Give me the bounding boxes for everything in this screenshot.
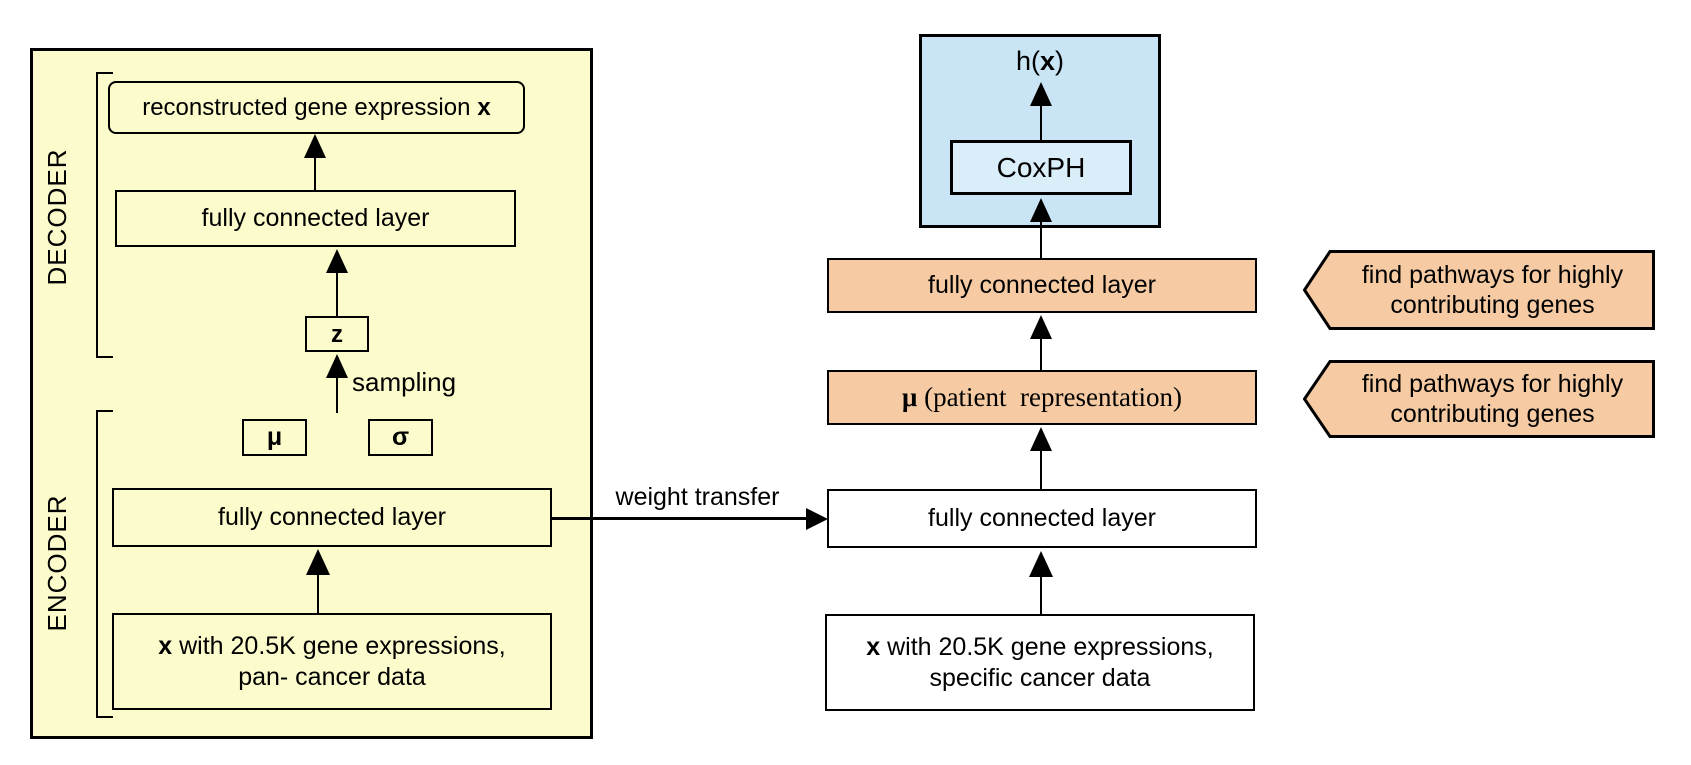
patient-mu-rest: (patient representation) [917,382,1182,412]
pathway-callout-2-line1: find pathways for highly [1361,370,1624,398]
z-box: z [305,316,369,352]
sampling-arrow-line [335,377,339,413]
decoder-fc-box: fully connected layer [115,190,516,247]
decoder-fc-label: fully connected layer [201,204,430,232]
coxph-box: CoxPH [950,140,1132,195]
pathway-callout-1-shape [1303,250,1655,330]
arrow-coxph-to-hazard-head [1030,82,1052,106]
arrow-mu-to-fc-head [1030,315,1052,339]
arrow-mu-to-fc-line [1039,338,1043,370]
patient-mu-symbol: μ [902,382,918,412]
hazard-x: x [1039,45,1056,76]
arrow-input-to-target-fc-line [1039,575,1043,614]
reconstructed-box-x: x [477,94,491,121]
arrow-input-to-target-fc-head [1029,551,1053,577]
encoder-bracket [96,410,113,718]
pan-cancer-input-box: x with 20.5K gene expressions, pan- canc… [112,613,552,710]
sampling-arrow-head [326,354,348,378]
pan-cancer-input-line1: x with 20.5K gene expressions, [158,631,505,662]
target-fc-label: fully connected layer [928,504,1156,532]
reconstructed-gene-expression-box: reconstructed gene expression x [108,81,525,134]
mu-label: μ [266,423,283,451]
pan-cancer-input-x: x [158,631,173,660]
arrow-fc-to-coxph-head [1030,198,1052,222]
specific-cancer-input-x: x [866,632,881,661]
sigma-box: σ [368,419,433,456]
mu-box: μ [242,419,307,456]
hazard-prefix: h( [1015,45,1040,76]
survival-fc-label: fully connected layer [928,271,1156,299]
pathway-callout-1-line2: contributing genes [1390,291,1595,319]
pan-cancer-input-line2: pan- cancer data [238,662,426,691]
weight-transfer-arrowhead [806,508,828,530]
encoder-fc-box: fully connected layer [112,488,552,547]
coxph-label: CoxPH [996,152,1086,183]
weight-transfer-line [552,517,808,520]
survival-fc-box: fully connected layer [827,258,1257,313]
hazard-label: h(x) [919,44,1161,78]
target-fc-box: fully connected layer [827,489,1257,548]
arrow-fc-to-reconstructed-head [304,134,326,158]
pathway-callout-2-shape [1303,360,1655,438]
sampling-label: sampling [352,367,457,397]
sigma-label: σ [391,423,410,451]
arrow-z-to-fc-head [326,249,348,273]
decoder-label: DECODER [41,148,72,286]
specific-cancer-input-line1: x with 20.5K gene expressions, [866,632,1213,663]
patient-mu-box: μ (patient representation) [827,370,1257,425]
encoder-fc-label: fully connected layer [218,503,446,531]
arrow-coxph-to-hazard-line [1039,104,1043,140]
encoder-label: ENCODER [41,494,72,632]
hazard-suffix: ) [1055,45,1065,76]
pathway-callout-1-line1: find pathways for highly [1361,261,1624,289]
arrow-z-to-fc-line [335,272,339,316]
pathway-callout-1: find pathways for highly contributing ge… [1330,250,1655,330]
pathway-callout-2-line2: contributing genes [1390,400,1595,428]
pan-cancer-input-rest: with 20.5K gene expressions, [172,631,506,660]
weight-transfer-label: weight transfer [615,483,780,511]
arrow-fc2-to-mu-line [1039,450,1043,489]
arrow-input-to-encoder-fc-line [316,573,320,613]
decoder-bracket [96,72,113,358]
arrow-fc-to-coxph-line [1039,221,1043,258]
specific-cancer-input-box: x with 20.5K gene expressions, specific … [825,614,1255,711]
specific-cancer-input-rest: with 20.5K gene expressions, [880,632,1214,661]
pathway-callout-2: find pathways for highly contributing ge… [1330,360,1655,438]
reconstructed-box-text: reconstructed gene expression [142,94,471,121]
arrow-input-to-encoder-fc-head [306,549,330,575]
arrow-fc2-to-mu-head [1030,427,1052,451]
arrow-fc-to-reconstructed-line [313,156,317,190]
specific-cancer-input-line2: specific cancer data [929,663,1151,692]
z-label: z [331,320,343,348]
